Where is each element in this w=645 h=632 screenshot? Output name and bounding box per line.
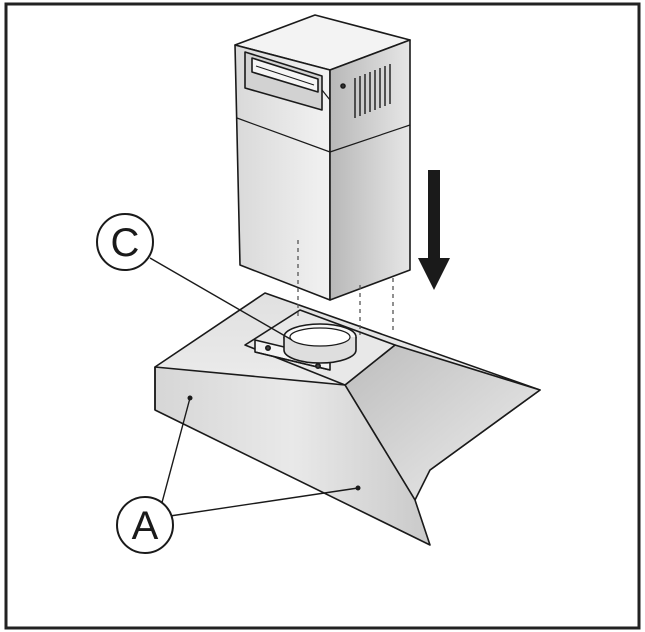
chimney-tab: [321, 89, 331, 101]
alignment-guides: [297, 240, 394, 335]
target-dot-2: [355, 485, 361, 491]
callout-c-circle: [96, 213, 154, 271]
callout-a-leader-1: [159, 397, 191, 511]
label-c: C: [111, 221, 140, 265]
vent-grille-icon: [354, 64, 391, 118]
bracket-screw-right: [314, 362, 321, 369]
arrow-down-icon: [418, 170, 450, 290]
chimney-inner-bracket-line: [255, 65, 315, 86]
label-a: A: [132, 504, 159, 548]
chimney-cover: [234, 14, 411, 301]
callout-a-circle: [116, 496, 174, 554]
chimney-screw: [340, 83, 346, 89]
chimney-right-panel: [329, 39, 411, 301]
bracket-screw-left: [264, 344, 271, 351]
chimney-seam-right: [329, 124, 411, 153]
callout-c-leader: [149, 257, 293, 341]
hood-body: [154, 292, 541, 546]
callout-a-leader-2: [169, 487, 359, 517]
duct-collar-opening: [289, 327, 351, 347]
chimney-seam-left: [236, 117, 331, 153]
target-dot-1: [187, 395, 193, 401]
